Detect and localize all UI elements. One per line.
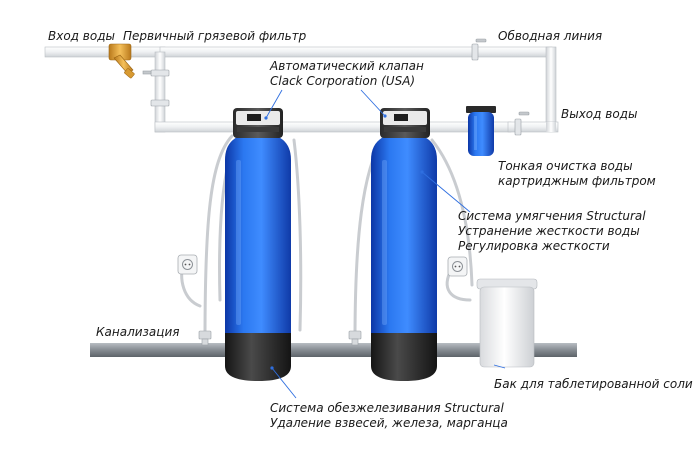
- auto-valve-line-2: Clack Corporation (USA): [270, 74, 416, 88]
- bypass-line-label: Обводная линия: [498, 29, 603, 43]
- primary-filter-label: Первичный грязевой фильтр: [123, 29, 307, 43]
- salt-tank-icon: [476, 278, 538, 368]
- control-valve-icon: [233, 108, 283, 138]
- iron-removal-line-2: Удаление взвесей, железа, марганца: [270, 416, 508, 430]
- water-outlet-label: Выход воды: [561, 107, 638, 121]
- softening-line-1: Система умягчения Structural: [458, 209, 646, 223]
- softening-system-label: Система умягчения Structural Устранение …: [458, 209, 646, 254]
- leader-lines: [264, 89, 506, 399]
- auto-valve-label: Автоматический клапан Clack Corporation …: [270, 59, 424, 89]
- iron-removal-label: Система обезжелезивания Structural Удале…: [270, 401, 508, 431]
- strainer-icon: [108, 43, 135, 79]
- drain-fittings: [198, 330, 362, 346]
- softening-line-2: Устранение жесткости воды: [458, 224, 640, 238]
- salt-tank-label: Бак для таблетированной соли: [494, 377, 693, 391]
- power-outlet-icon: [447, 256, 468, 277]
- iron-removal-tank: [225, 133, 291, 381]
- sewer-pipe: [90, 343, 577, 357]
- power-outlet-icon: [177, 254, 198, 275]
- cartridge-filter-icon: [466, 106, 496, 156]
- sewage-label: Канализация: [96, 325, 180, 339]
- control-valve-icon: [380, 108, 430, 138]
- valve-icon: [142, 38, 530, 136]
- cartridge-filter-label: Тонкая очистка воды картриджным фильтром: [498, 159, 656, 189]
- water-inlet-label: Вход воды: [48, 29, 115, 43]
- auto-valve-line-1: Автоматический клапан: [270, 59, 424, 73]
- softener-tank: [371, 133, 437, 381]
- iron-removal-line-1: Система обезжелезивания Structural: [270, 401, 504, 415]
- cartridge-filter-line-1: Тонкая очистка воды: [498, 159, 633, 173]
- softening-line-3: Регулировка жесткости: [458, 239, 610, 253]
- cartridge-filter-line-2: картриджным фильтром: [498, 174, 656, 188]
- water-pipes: [44, 46, 559, 133]
